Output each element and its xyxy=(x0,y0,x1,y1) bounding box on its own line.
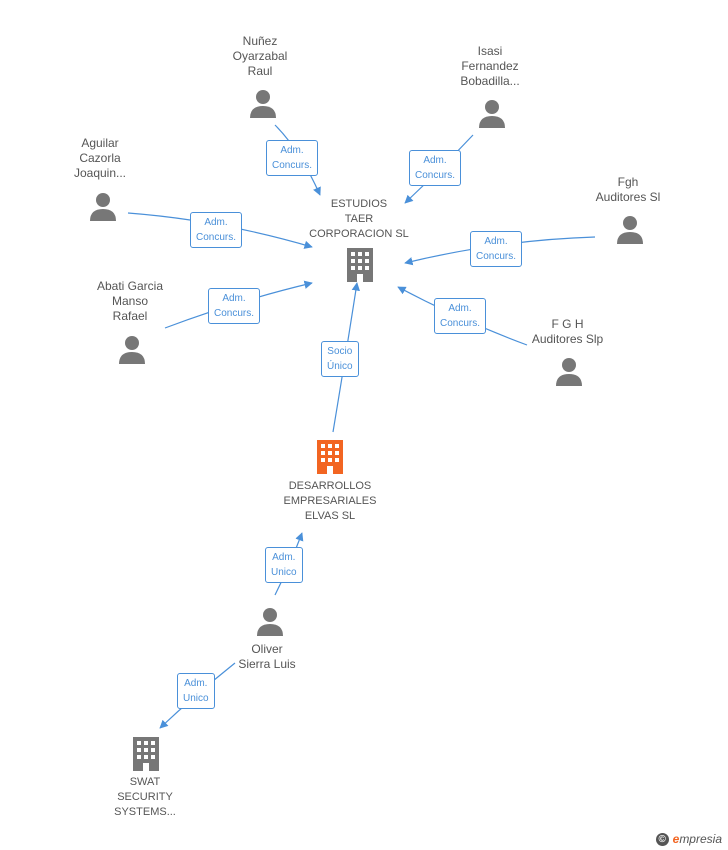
person-label-isasi[interactable]: Isasi Fernandez Bobadilla... xyxy=(460,44,520,88)
edge-label-isasi[interactable]: Adm. Concurs. xyxy=(409,150,462,186)
building-icon[interactable] xyxy=(345,246,375,282)
person-icon[interactable] xyxy=(88,191,118,221)
person-label-oliver[interactable]: Oliver Sierra Luis xyxy=(238,642,296,671)
person-label-fgh-sl[interactable]: Fgh Auditores Sl xyxy=(595,175,661,204)
edge-label-oliver-desarrollos[interactable]: Adm. Unico xyxy=(265,547,303,583)
person-icon[interactable] xyxy=(477,98,507,128)
person-icon[interactable] xyxy=(255,606,285,636)
brand-initial: e xyxy=(672,832,680,846)
building-icon[interactable] xyxy=(131,735,161,771)
person-label-nunez[interactable]: Nuñez Oyarzabal Raul xyxy=(232,34,288,78)
edge-label-abati[interactable]: Adm. Concurs. xyxy=(208,288,261,324)
person-label-fgh-slp[interactable]: F G H Auditores Slp xyxy=(531,317,604,346)
person-label-aguilar[interactable]: Aguilar Cazorla Joaquin... xyxy=(73,136,127,180)
person-icon[interactable] xyxy=(615,214,645,244)
person-icon[interactable] xyxy=(117,334,147,364)
edge-label-fgh-slp[interactable]: Adm. Concurs. xyxy=(434,298,487,334)
person-icon[interactable] xyxy=(248,88,278,118)
person-label-abati[interactable]: Abati Garcia Manso Rafael xyxy=(96,279,164,323)
company-label-swat[interactable]: SWAT SECURITY SYSTEMS... xyxy=(114,776,176,818)
company-label-desarrollos[interactable]: DESARROLLOS EMPRESARIALES ELVAS SL xyxy=(283,480,377,522)
edge-label-nunez[interactable]: Adm. Concurs. xyxy=(266,140,319,176)
edge-label-oliver-swat[interactable]: Adm. Unico xyxy=(177,673,215,709)
company-label-estudios[interactable]: ESTUDIOS TAER CORPORACION SL xyxy=(309,198,409,240)
footer-brand[interactable]: © empresia xyxy=(655,832,722,846)
brand-name: mpresia xyxy=(679,832,722,846)
person-icon[interactable] xyxy=(554,356,584,386)
edge-label-fgh-sl[interactable]: Adm. Concurs. xyxy=(470,231,523,267)
edge-label-desarrollos[interactable]: Socio Único xyxy=(321,341,359,377)
edge-label-aguilar[interactable]: Adm. Concurs. xyxy=(190,212,243,248)
copyright-icon: © xyxy=(655,832,669,846)
building-icon-highlighted[interactable] xyxy=(315,438,345,474)
